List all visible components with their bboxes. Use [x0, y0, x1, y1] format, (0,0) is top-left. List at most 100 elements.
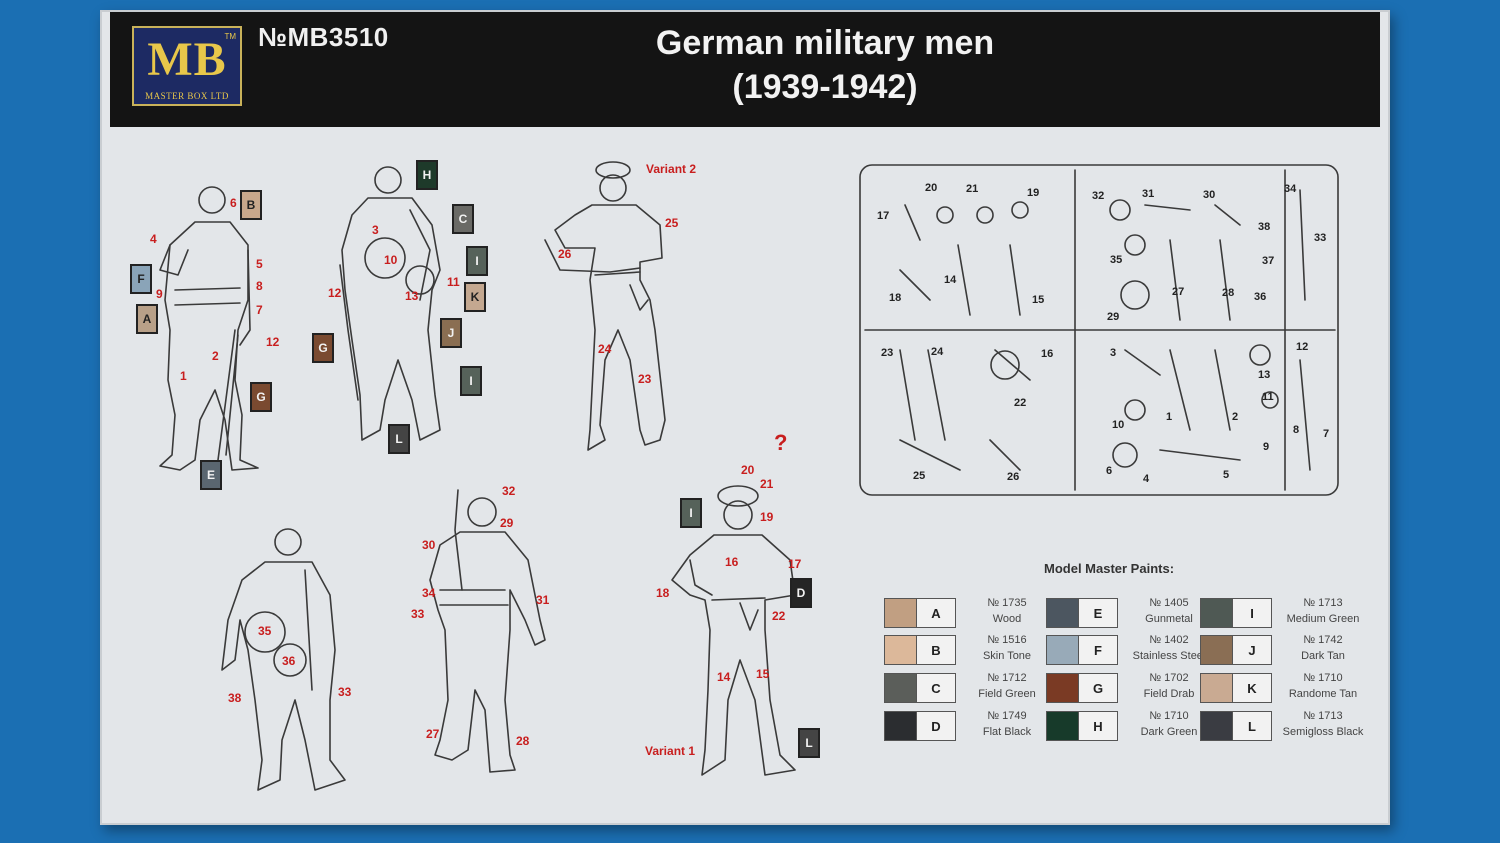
paint-swatch-g: [1046, 673, 1080, 703]
color-tag-f: F: [130, 264, 152, 294]
paint-swatch-i: [1200, 598, 1234, 628]
color-tag-e: E: [200, 460, 222, 490]
part-number: 10: [1112, 419, 1124, 431]
logo-text: MB: [147, 33, 227, 86]
part-number: 18: [889, 292, 901, 304]
paint-name: Skin Tone: [982, 650, 1032, 662]
callout: 14: [717, 670, 731, 684]
part-number: 36: [1254, 291, 1266, 303]
part-number: 11: [1262, 391, 1274, 403]
part-number: 19: [1027, 187, 1039, 199]
color-tag-l: L: [798, 728, 820, 758]
instruction-sheet: [100, 10, 1390, 825]
callout: 22: [772, 609, 786, 623]
soldier-figure-2: [339, 166, 441, 441]
callout: 4: [150, 232, 157, 246]
page-title: German military men: [655, 24, 995, 62]
paint-swatch-c: [884, 673, 918, 703]
officer-figure-variant-1: [671, 485, 796, 776]
sprue-frame: [859, 164, 1339, 496]
paint-swatch-b: [884, 635, 918, 665]
part-number: 38: [1258, 221, 1270, 233]
callout: 20: [741, 463, 755, 477]
paint-code: C: [916, 673, 956, 703]
paint-swatch-a: [884, 598, 918, 628]
paint-number: № 1712: [987, 672, 1027, 684]
color-tag-b: B: [240, 190, 262, 220]
part-number: 28: [1222, 287, 1234, 299]
part-number: 31: [1142, 188, 1154, 200]
soldier-figure-5: [221, 528, 346, 791]
callout: 25: [665, 216, 679, 230]
paint-code: E: [1078, 598, 1118, 628]
part-number: 24: [931, 346, 944, 358]
paint-number: № 1713: [1303, 597, 1343, 609]
paint-code: I: [1232, 598, 1272, 628]
color-tag-l: L: [388, 424, 410, 454]
part-number: 3: [1110, 347, 1116, 359]
paint-swatch-l: [1200, 711, 1234, 741]
paint-number: № 1735: [987, 597, 1027, 609]
part-number: 14: [944, 274, 957, 286]
paint-name: Field Drab: [1143, 688, 1195, 700]
callout: 19: [760, 510, 774, 524]
officer-figure-variant-2: [544, 161, 666, 451]
catalog-number: №MB3510: [258, 22, 389, 52]
part-number: 20: [925, 182, 937, 194]
part-number: 34: [1284, 183, 1297, 195]
callout: 8: [256, 279, 263, 293]
color-tag-j: J: [440, 318, 462, 348]
soldier-figure-6: [429, 489, 546, 773]
paint-name: Field Green: [978, 688, 1036, 700]
paint-code: G: [1078, 673, 1118, 703]
paint-number: № 1749: [987, 710, 1027, 722]
paint-number: № 1710: [1303, 672, 1343, 684]
callout: 17: [788, 557, 802, 571]
paint-number: № 1710: [1149, 710, 1189, 722]
part-number: 33: [1314, 232, 1326, 244]
paint-swatch-k: [1200, 673, 1234, 703]
paint-name: Flat Black: [982, 726, 1032, 738]
paint-code: B: [916, 635, 956, 665]
color-tag-i: I: [460, 366, 482, 396]
paint-name: Semigloss Black: [1282, 726, 1364, 738]
callout: 33: [338, 685, 352, 699]
variant-2-label: Variant 2: [646, 162, 696, 176]
color-tag-c: C: [452, 204, 474, 234]
callout: 35: [258, 624, 272, 638]
part-number: 5: [1223, 469, 1229, 481]
callout: 13: [405, 289, 419, 303]
question-mark: ?: [774, 430, 787, 455]
callout: 31: [536, 593, 550, 607]
part-number: 4: [1143, 473, 1150, 485]
callout: 11: [447, 275, 460, 289]
part-number: 6: [1106, 465, 1112, 477]
callout: 10: [384, 253, 398, 267]
callout: 34: [422, 586, 436, 600]
callout: 33: [411, 607, 425, 621]
callout: 2: [212, 349, 219, 363]
callout: 38: [228, 691, 242, 705]
paint-swatch-f: [1046, 635, 1080, 665]
part-number: 1: [1166, 411, 1172, 423]
callout: 32: [502, 484, 516, 498]
color-tag-h: H: [416, 160, 438, 190]
callout: 12: [328, 286, 342, 300]
callout: 7: [256, 303, 263, 317]
variant-1-label: Variant 1: [645, 744, 695, 758]
color-tag-g: G: [312, 333, 334, 363]
paint-name: Stainless Steel: [1132, 650, 1206, 662]
logo-tm: TM: [224, 32, 236, 41]
paint-number: № 1516: [987, 634, 1027, 646]
master-box-logo: MB TM MASTER BOX LTD: [132, 26, 242, 106]
paints-title: Model Master Paints:: [1044, 561, 1175, 576]
paint-name: Gunmetal: [1145, 613, 1193, 625]
part-number: 37: [1262, 255, 1274, 267]
callout: 30: [422, 538, 436, 552]
page-subtitle: (1939-1942): [732, 68, 918, 106]
paint-code: A: [916, 598, 956, 628]
part-number: 22: [1014, 397, 1026, 409]
paint-number: № 1742: [1303, 634, 1343, 646]
